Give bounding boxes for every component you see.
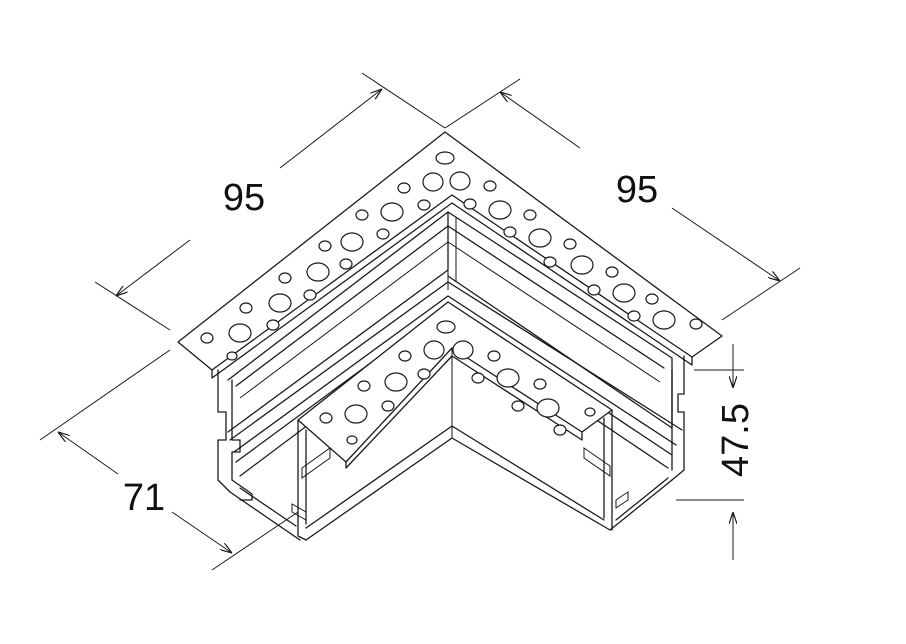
dim-label-depth: 71 bbox=[123, 477, 165, 519]
upper-flange bbox=[177, 131, 723, 379]
dim-label-height: 47.5 bbox=[715, 403, 757, 477]
lower-flange bbox=[297, 301, 613, 469]
dimension-width-left: 95 bbox=[94, 72, 446, 331]
lower-flange-holes bbox=[319, 320, 596, 445]
upper-flange-holes bbox=[200, 151, 703, 361]
dimension-width-right: 95 bbox=[444, 78, 801, 321]
front-walls bbox=[291, 348, 629, 541]
dimension-height: 47.5 bbox=[676, 344, 757, 560]
dim-label-width-right: 95 bbox=[616, 169, 658, 211]
dimension-depth: 71 bbox=[39, 349, 299, 571]
dim-label-width-left: 95 bbox=[223, 177, 265, 219]
